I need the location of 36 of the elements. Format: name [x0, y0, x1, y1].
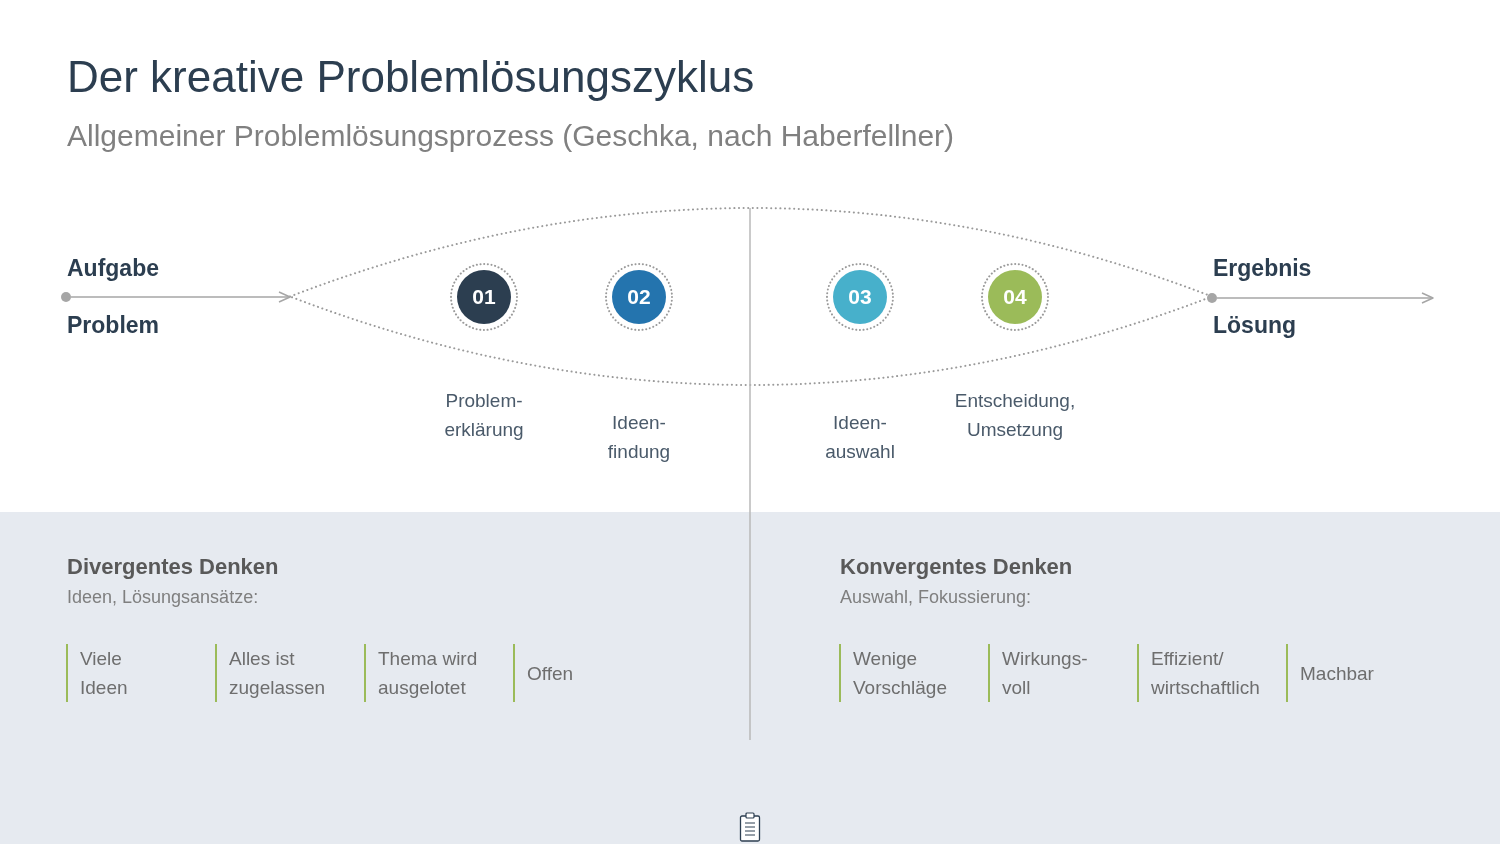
step-caption: Problem- erklärung: [443, 389, 525, 442]
numbered-circle: [604, 262, 674, 332]
endpoint-dot: [1207, 293, 1217, 303]
step-caption: Ideen- auswahl: [824, 411, 896, 464]
section-heading: Konvergentes Denken: [840, 553, 1073, 581]
step-caption: Ideen- findung: [606, 411, 672, 464]
endpoint-label: Lösung: [1213, 311, 1297, 340]
slide-title: Der kreative Problemlösungszyklus: [67, 51, 755, 103]
criterion-item: Offen: [513, 644, 633, 702]
section-subtitle: Ideen, Lösungsansätze:: [67, 586, 259, 609]
endpoint-label: Problem: [67, 311, 160, 340]
step-number: 04: [1003, 285, 1027, 309]
section-panel: [750, 512, 1500, 844]
arrow: [70, 291, 291, 303]
numbered-circle: [980, 262, 1050, 332]
step-caption: Entscheidung, Umsetzung: [953, 389, 1077, 442]
criterion-item: Machbar: [1286, 644, 1416, 702]
arrow: [1216, 292, 1434, 304]
endpoint-dot: [61, 292, 71, 302]
criterion-item: Wenige Vorschläge: [839, 644, 963, 702]
endpoint-label: Aufgabe: [67, 254, 159, 283]
section-heading: Divergentes Denken: [67, 553, 279, 581]
numbered-circle: [825, 262, 895, 332]
criterion-item: Alles ist zugelassen: [215, 644, 339, 702]
step-number: 01: [472, 285, 496, 309]
section-panel: [0, 512, 750, 844]
criterion-item: Viele Ideen: [66, 644, 150, 702]
step-number: 03: [848, 285, 872, 309]
endpoint-label: Ergebnis: [1213, 254, 1312, 283]
subtitle: Allgemeiner Problemlösungsprozess (Geschka, nach Haberfellner): [67, 118, 955, 154]
criterion-item: Wirkungs- voll: [988, 644, 1102, 702]
criterion-item: Thema wird ausgelotet: [364, 644, 490, 702]
step-number: 02: [627, 285, 651, 309]
numbered-circle: [449, 262, 519, 332]
section-subtitle: Auswahl, Fokussierung:: [840, 586, 1032, 609]
criterion-item: Effizient/ wirtschaftlich: [1137, 644, 1276, 702]
